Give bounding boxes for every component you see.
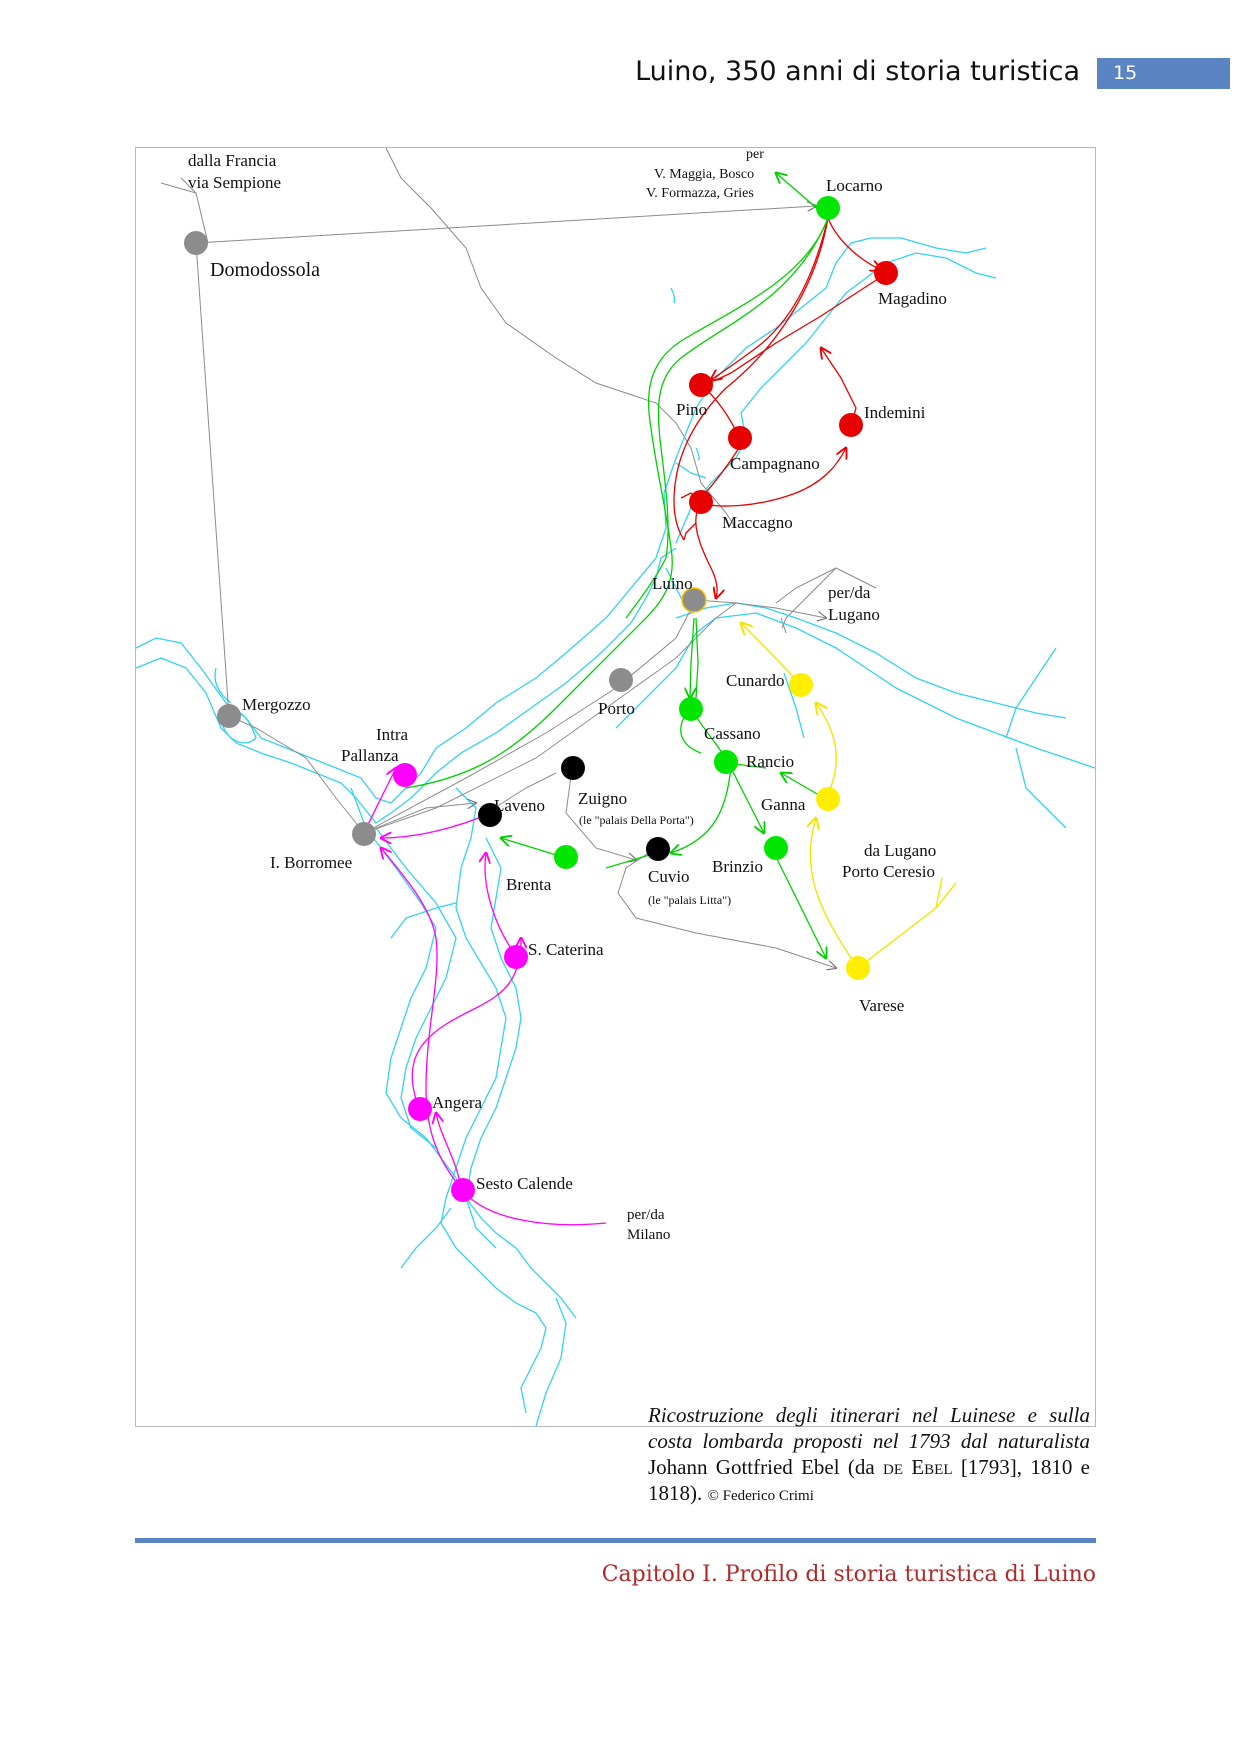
dot-luino (681, 587, 707, 613)
dot-porto (609, 668, 633, 692)
label-brinzio: Brinzio (712, 857, 763, 876)
label-per-nord-2: V. Maggia, Bosco (654, 167, 754, 182)
label-ganna: Ganna (761, 795, 806, 814)
country-borders (160, 148, 877, 634)
map-labels: dalla Francia via Sempione Domodossola p… (188, 148, 947, 1243)
label-campagnano: Campagnano (730, 454, 820, 473)
label-caterina: S. Caterina (528, 940, 604, 959)
label-lugano-2: Lugano (828, 605, 880, 624)
grey-routes (195, 206, 836, 968)
red-routes (673, 217, 885, 598)
dot-rancio (714, 750, 738, 774)
magenta-routes (363, 768, 607, 1226)
footer-rule (135, 1538, 1096, 1543)
label-rancio: Rancio (746, 752, 794, 771)
label-cuvio-sub: (le "palais Litta") (648, 893, 731, 907)
dot-indemini (839, 413, 863, 437)
dot-ganna (816, 787, 840, 811)
label-milano-1: per/da (627, 1207, 665, 1223)
label-francia-2: via Sempione (188, 173, 281, 192)
label-zuigno-sub: (le "palais Della Porta") (579, 813, 694, 827)
label-ceresio-1: da Lugano (864, 841, 936, 860)
label-intra-1: Intra (376, 725, 409, 744)
label-domodossola: Domodossola (210, 259, 320, 281)
label-luino: Luino (652, 574, 693, 593)
label-borromee: I. Borromee (270, 853, 352, 872)
caption-author: Johann Gottfried Ebel (da (648, 1455, 875, 1479)
figure-caption: Ricostruzione degli itinerari nel Luines… (648, 1402, 1090, 1509)
dot-sesto (451, 1178, 475, 1202)
label-milano-2: Milano (627, 1227, 670, 1243)
footer-chapter: Capitolo I. Profilo di storia turistica … (601, 1562, 1096, 1587)
label-laveno: Laveno (494, 796, 545, 815)
dot-intra (393, 763, 417, 787)
caption-italic: Ricostruzione degli itinerari nel Luines… (648, 1403, 1090, 1453)
label-angera: Angera (432, 1093, 482, 1112)
header-title: Luino, 350 anni di storia turistica (635, 56, 1080, 87)
dot-zuigno (561, 756, 585, 780)
page-number: 15 (1097, 58, 1230, 89)
dot-cunardo (789, 673, 813, 697)
label-lugano-1: per/da (828, 583, 871, 602)
dot-laveno (478, 803, 502, 827)
label-porto: Porto (598, 699, 635, 718)
dot-pino (689, 373, 713, 397)
dot-cuvio (646, 837, 670, 861)
label-per-nord-3: V. Formazza, Gries (646, 186, 754, 201)
label-pino: Pino (676, 400, 707, 419)
label-cunardo: Cunardo (726, 671, 785, 690)
caption-years: [1793], 1810 e 1818). (648, 1455, 1090, 1505)
dot-locarno (816, 196, 840, 220)
label-per-nord-1: per (746, 148, 764, 162)
label-brenta: Brenta (506, 875, 552, 894)
caption-copyright: © Federico Crimi (707, 1488, 814, 1504)
label-mergozzo: Mergozzo (242, 695, 311, 714)
dot-mergozzo (217, 704, 241, 728)
label-sesto: Sesto Calende (476, 1174, 573, 1193)
dot-brenta (554, 845, 578, 869)
label-ceresio-2: Porto Ceresio (842, 862, 935, 881)
dot-varese (846, 956, 870, 980)
label-cuvio: Cuvio (648, 867, 690, 886)
place-dots (184, 196, 898, 1202)
label-maccagno: Maccagno (722, 513, 793, 532)
label-indemini: Indemini (864, 403, 926, 422)
dot-cassano (679, 697, 703, 721)
label-varese: Varese (859, 996, 904, 1015)
dot-campagnano (728, 426, 752, 450)
label-francia-1: dalla Francia (188, 151, 277, 170)
label-intra-2: Pallanza (341, 746, 399, 765)
map-svg: dalla Francia via Sempione Domodossola p… (136, 148, 1095, 1426)
itinerary-map: dalla Francia via Sempione Domodossola p… (135, 147, 1096, 1427)
label-locarno: Locarno (826, 176, 883, 195)
label-zuigno: Zuigno (578, 789, 627, 808)
label-magadino: Magadino (878, 289, 947, 308)
dot-angera (408, 1097, 432, 1121)
dot-borromee (352, 822, 376, 846)
dot-brinzio (764, 836, 788, 860)
green-routes (405, 173, 829, 958)
dot-magadino (874, 261, 898, 285)
label-cassano: Cassano (704, 724, 761, 743)
dot-maccagno (689, 490, 713, 514)
caption-source: de Ebel (883, 1455, 953, 1479)
lake-shoreline (136, 237, 1095, 1426)
dot-domodossola (184, 231, 208, 255)
dot-caterina (504, 945, 528, 969)
